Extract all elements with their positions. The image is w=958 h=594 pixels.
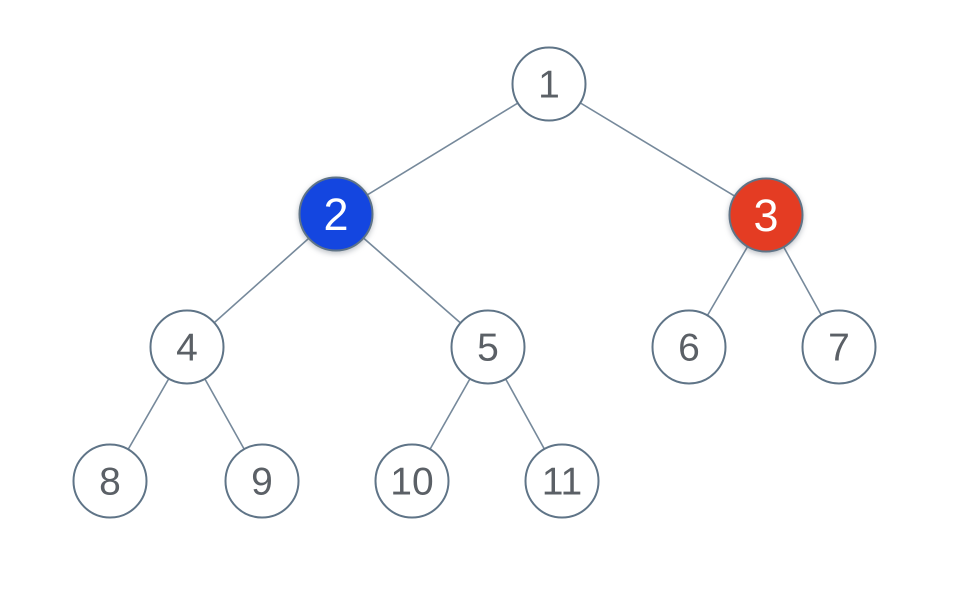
tree-node-3[interactable]: 3: [728, 177, 804, 253]
node-circle-11: [524, 443, 600, 519]
tree-node-1[interactable]: 1: [511, 46, 587, 122]
tree-node-10[interactable]: 10: [374, 443, 450, 519]
edges-layer: [109, 83, 840, 482]
tree-node-5[interactable]: 5: [450, 309, 526, 385]
tree-node-11[interactable]: 11: [524, 443, 600, 519]
tree-node-9[interactable]: 9: [224, 443, 300, 519]
node-circle-9: [224, 443, 300, 519]
tree-edge-1-3: [548, 83, 767, 216]
tree-node-4[interactable]: 4: [149, 309, 225, 385]
node-circle-7: [801, 309, 877, 385]
node-circle-10: [374, 443, 450, 519]
node-circle-2: [298, 176, 374, 252]
tree-node-7[interactable]: 7: [801, 309, 877, 385]
node-circle-3: [728, 177, 804, 253]
node-circle-4: [149, 309, 225, 385]
tree-node-2[interactable]: 2: [298, 176, 374, 252]
tree-edge-1-2: [335, 83, 550, 215]
node-circle-6: [651, 309, 727, 385]
node-circle-1: [511, 46, 587, 122]
tree-node-6[interactable]: 6: [651, 309, 727, 385]
node-circle-5: [450, 309, 526, 385]
tree-node-8[interactable]: 8: [72, 443, 148, 519]
node-circle-8: [72, 443, 148, 519]
